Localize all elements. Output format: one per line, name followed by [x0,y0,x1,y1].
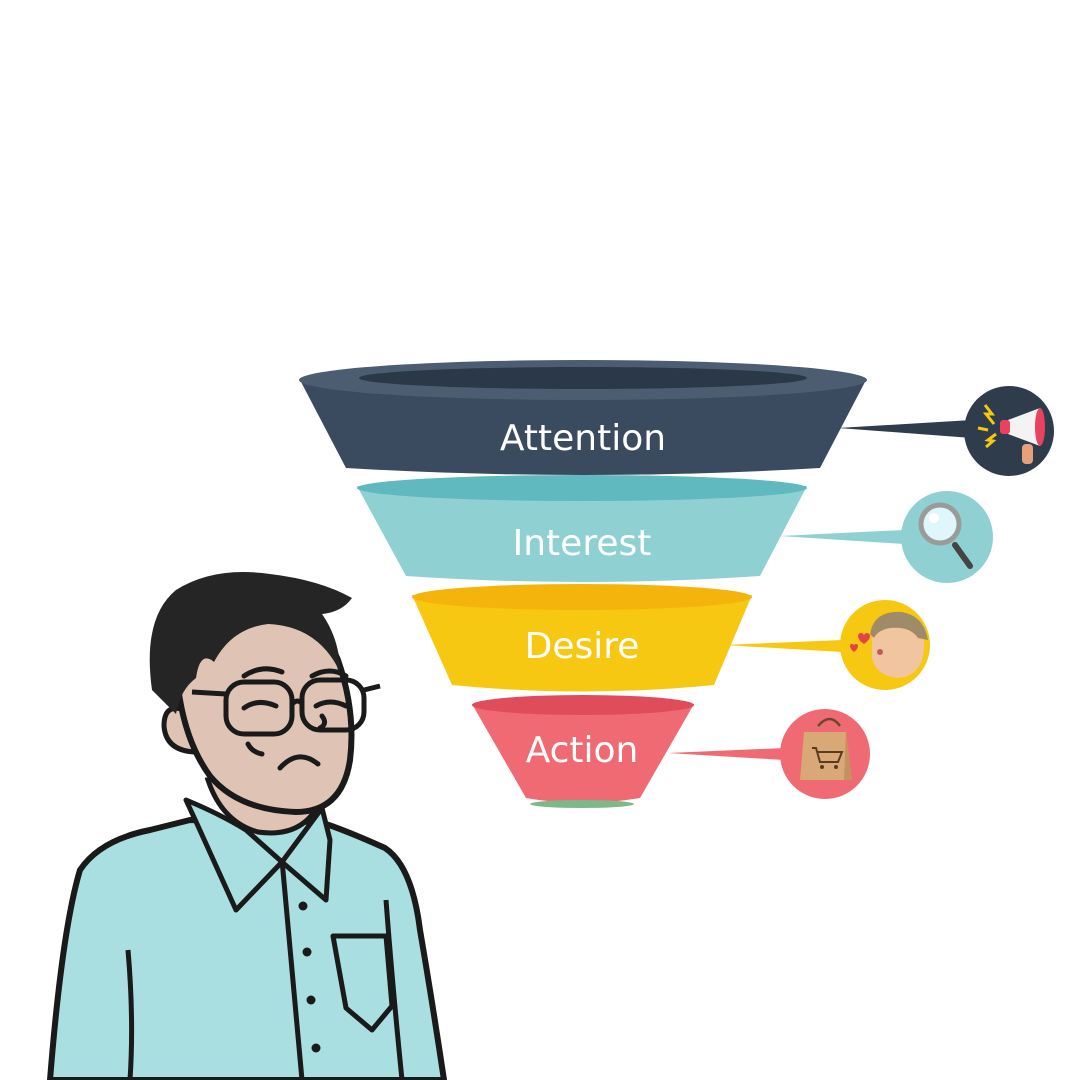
kissing-face-icon [850,611,928,678]
man-face-features [241,666,349,771]
confused-man-illustration [47,572,447,1080]
funnel-stage-desire: Desire [412,584,752,692]
man-shirt [47,817,447,1080]
stage-interest-body [357,486,807,582]
callout-attention [838,386,1054,476]
stage-attention-body [300,380,866,475]
callout-interest [780,491,993,583]
stage-label-interest: Interest [513,523,652,564]
stage-interest-rim [357,475,807,501]
connector-attention [838,420,972,438]
funnel-stage-action: Action [472,695,694,808]
stage-action-rim [472,695,694,715]
stage-desire-rim [412,584,752,610]
connector-interest [780,530,904,544]
man-hair [149,572,352,714]
connector-action [668,748,784,760]
stage-label-attention: Attention [500,418,666,459]
callout-desire [724,600,930,690]
man-collar [183,797,333,913]
glasses-icon [191,677,381,737]
shopping-bag-icon [800,717,852,780]
stage-label-desire: Desire [525,626,640,667]
megaphone-icon [977,404,1045,464]
callout-action [668,709,870,799]
funnel-stage-interest: Interest [357,475,807,582]
stage-attention-opening [359,367,807,389]
connector-desire [724,640,842,652]
funnel: Attention Interest Desire Action [299,360,867,808]
stage-desire-body [412,595,752,692]
stage-action-body [472,704,694,803]
funnel-stage-attention: Attention [299,360,867,475]
stage-action-bottom [530,800,634,808]
stage-label-action: Action [526,730,639,771]
magnifier-icon [918,502,973,569]
